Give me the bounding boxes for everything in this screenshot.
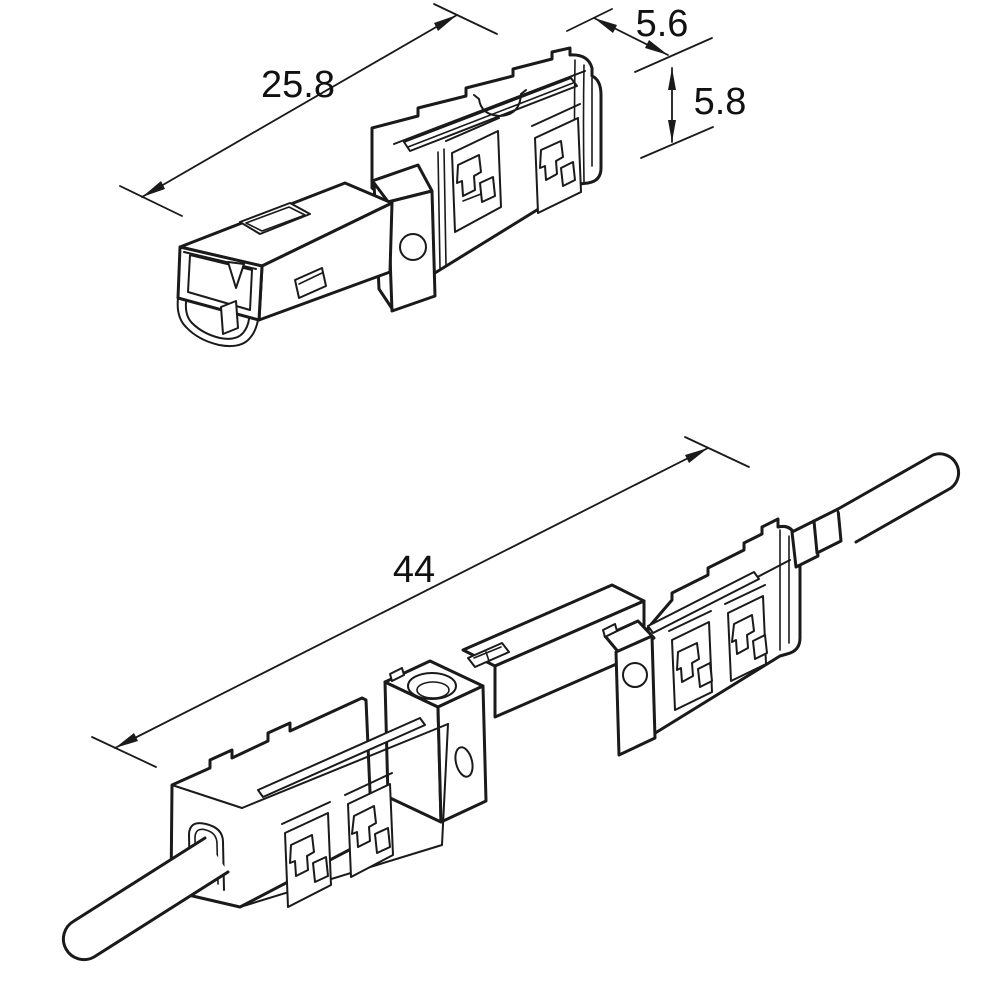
collar-panel [386,189,437,313]
plug-bottom-tab-line [298,272,323,285]
latch-bridge-line [668,610,712,632]
left-cable-fill [63,838,228,960]
bottom-view-cable-assembly: 44 [61,436,961,962]
right-housing-body [646,517,802,737]
dimension-line [141,14,458,198]
latch-hook [731,614,755,655]
cable-entry-arch-inner [194,828,219,885]
dimension-5-6: 5.6 [566,3,713,73]
middle-collar-bump [389,667,405,682]
latch-hook [289,834,315,877]
dimension-label-overall-length: 44 [393,549,435,591]
arrowhead [115,733,138,748]
left-housing-ridge [241,723,449,809]
middle-collar-side-hole [454,746,474,778]
arrowhead [434,15,457,31]
extension-line [91,736,157,768]
dimension-25-8: 25.8 [119,3,498,217]
plug-top-window-inner [245,206,306,232]
latch-hook-block [560,161,576,187]
plug-latch-spur [227,261,245,289]
latch-bridge-line [531,103,581,127]
extension-line [640,126,714,159]
dimension-label-length: 25.8 [261,64,335,106]
arrowhead [645,40,668,55]
latch-hook [456,154,482,197]
arrowhead [685,448,708,463]
middle-collar-top-hole-inner [416,681,450,699]
latch-under-line [462,193,482,202]
collar-side-hole [399,233,427,261]
extension-line [433,3,498,35]
latch-window [347,783,394,878]
extension-line [634,37,713,73]
top-view-connector: 25.8 5.6 5.8 [119,3,747,348]
middle-collar-top-hole-outer [407,672,457,700]
latch-hook [351,805,377,848]
latch-hook [539,140,564,181]
right-collar-bump [602,623,618,638]
plug-lower-latch [176,297,259,348]
latch-window [534,117,582,214]
latch-window [451,130,502,233]
right-housing-top-slot [647,571,760,634]
latch-bridge-line [281,801,331,825]
left-housing-top-slot [257,717,426,798]
right-rear-cap-lines [779,529,790,651]
side-strip-lines [437,148,447,269]
right-boot-step1 [790,519,820,569]
right-cable-fill [838,453,959,542]
right-boot-step2 [812,507,843,555]
dimension-line [114,447,709,749]
latch-hook-block [479,176,496,203]
extension-line [684,436,750,468]
housing-ridge-line [393,70,586,145]
right-collar-panel [614,634,657,757]
dimension-44: 44 [91,436,750,768]
arrowhead [668,120,676,142]
latch-bridge-line [344,772,393,796]
extension-line [119,185,183,217]
latch-bridge-line [445,117,500,142]
shaft-top-window [467,642,510,668]
shaft-window-inner [473,646,502,662]
middle-collar-side-face [436,684,488,824]
latch-bridge-line [724,584,766,605]
right-collar-side-hole [622,662,648,688]
dimension-label-height: 5.8 [694,81,747,123]
dimension-5-8: 5.8 [640,67,747,159]
arrowhead [668,68,676,90]
right-cable [836,452,961,544]
latch-hook-block [752,634,768,660]
latch-hook-block [312,856,329,883]
arrowhead [594,18,617,33]
latch-hook-block [374,827,391,854]
cable-entry-arch [188,822,225,891]
latch-hook-block [697,662,713,688]
round-thumb-recess [473,89,527,117]
right-collar-top-face [603,619,656,656]
left-cable [61,836,230,962]
plug-top-window [239,202,311,235]
latch-hook [676,642,700,683]
plug-latch-slot [220,300,239,335]
arrowhead [142,181,165,197]
extension-line [566,8,613,32]
dimension-label-width: 5.6 [636,3,689,45]
left-housing-front-top-edge [171,784,243,809]
